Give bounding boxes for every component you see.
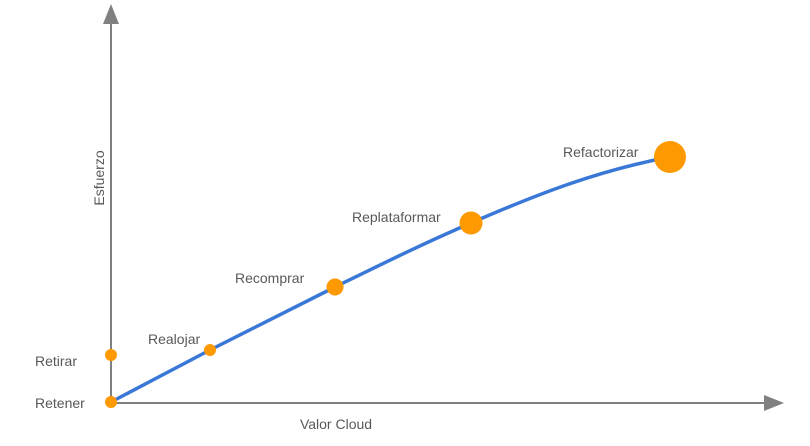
point-recomprar	[326, 278, 344, 296]
label-recomprar: Recomprar	[235, 270, 305, 286]
point-realojar	[204, 344, 216, 356]
point-refactorizar	[654, 141, 686, 173]
x-axis-label: Valor Cloud	[300, 416, 372, 432]
effort-value-curve	[110, 155, 671, 404]
point-retirar	[105, 349, 117, 361]
point-replataformar	[459, 211, 483, 235]
label-realojar: Realojar	[148, 331, 200, 347]
y-axis-label: Esfuerzo	[91, 150, 107, 205]
label-retener: Retener	[35, 395, 85, 411]
point-retener	[105, 396, 117, 408]
label-replataformar: Replataformar	[352, 209, 441, 225]
label-refactorizar: Refactorizar	[563, 144, 639, 160]
label-retirar: Retirar	[35, 353, 77, 369]
